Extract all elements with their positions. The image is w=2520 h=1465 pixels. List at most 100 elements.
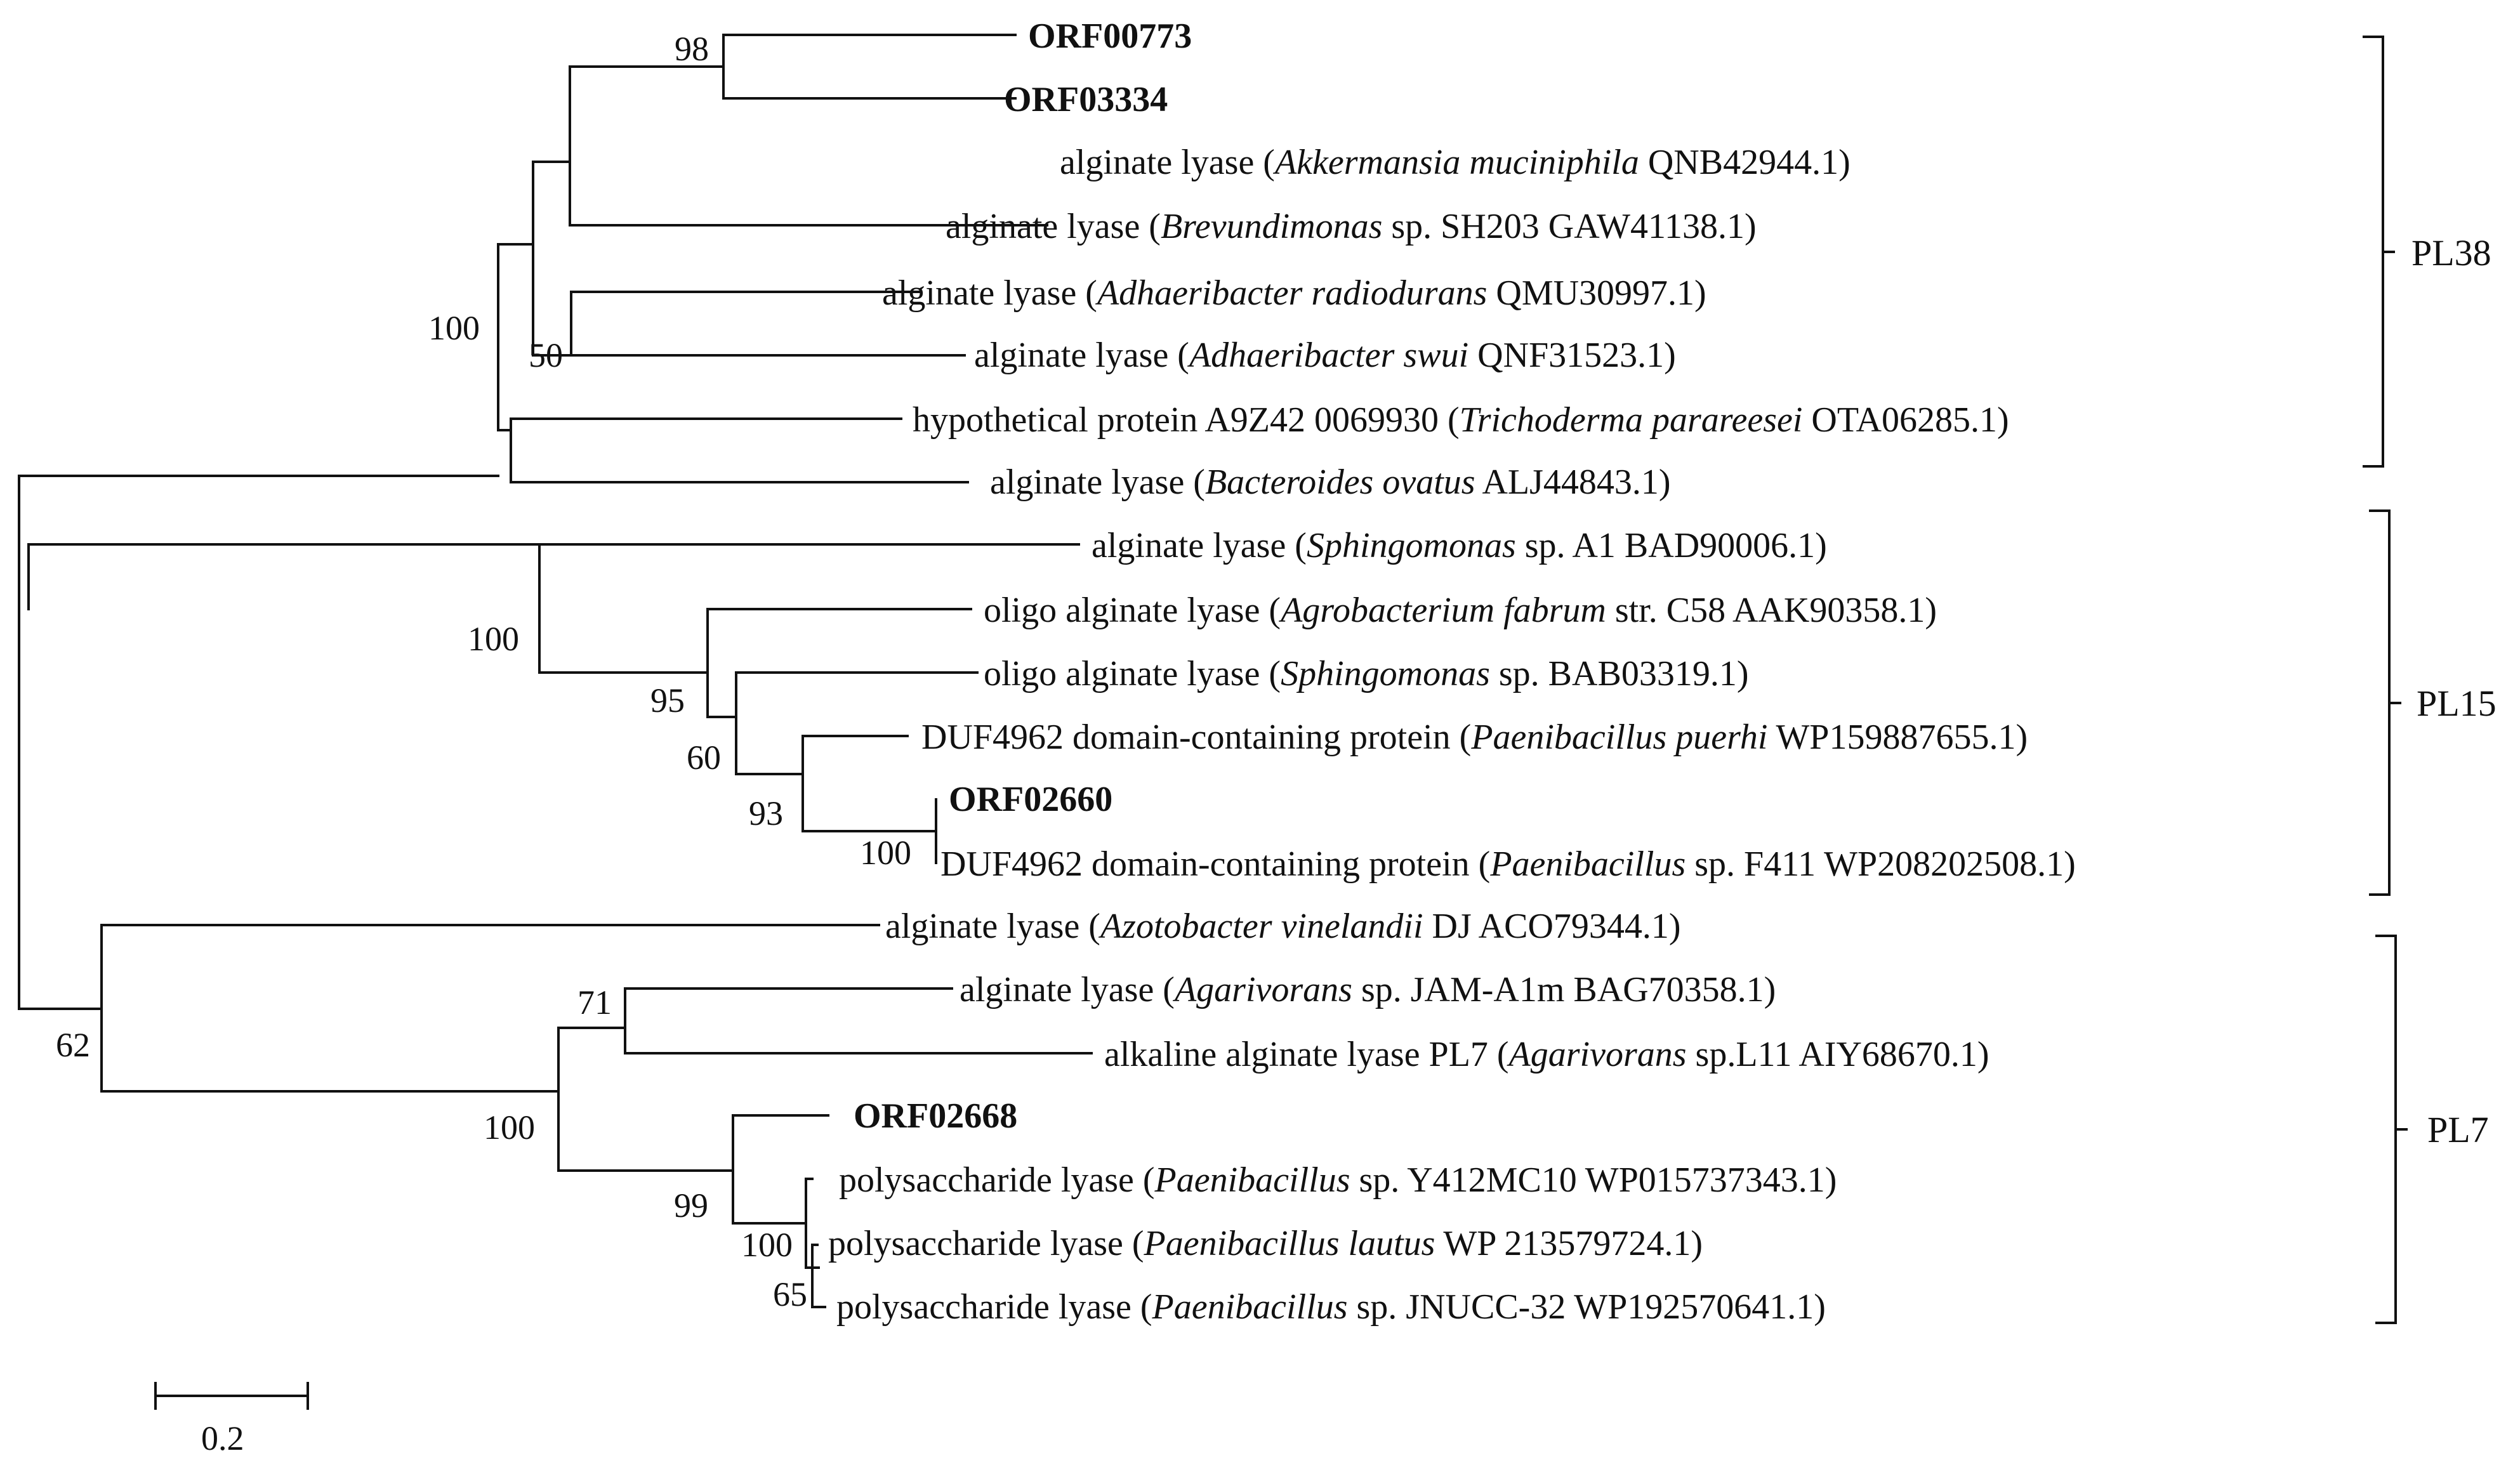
leaf-label-part: WP 213579724.1) — [1435, 1224, 1703, 1263]
leaf-label-part: OTA06285.1) — [1802, 400, 2009, 440]
leaf-label: alginate lyase (Agarivorans sp. JAM-A1m … — [960, 970, 1776, 1009]
bootstrap-value: 100 — [484, 1108, 535, 1146]
leaf-label-part: Adhaeribacter radiodurans — [1095, 273, 1487, 313]
leaf-label-part: sp. F411 WP208202508.1) — [1685, 844, 2076, 884]
leaf-label: hypothetical protein A9Z42 0069930 (Tric… — [913, 400, 2009, 440]
leaf-label-part: polysaccharide lyase ( — [836, 1287, 1152, 1327]
leaf-label-part: sp. A1 BAD90006.1) — [1516, 526, 1827, 565]
leaf-label: DUF4962 domain-containing protein (Paeni… — [940, 844, 2076, 884]
leaf-label: alginate lyase (Brevundimonas sp. SH203 … — [946, 207, 1757, 246]
leaf-label: alginate lyase (Bacteroides ovatus ALJ44… — [990, 463, 1671, 502]
leaf-label: ORF03334 — [1004, 80, 1168, 119]
leaf-label: ORF02660 — [949, 780, 1112, 819]
bootstrap-value: 95 — [650, 681, 685, 719]
leaf-label-part: Brevundimonas — [1161, 207, 1382, 246]
leaf-label-part: polysaccharide lyase ( — [839, 1160, 1155, 1200]
leaf-label-part: WP159887655.1) — [1767, 718, 2028, 757]
bootstrap-value: 50 — [529, 336, 563, 374]
leaf-label-part: Paenibacillus — [1489, 844, 1685, 884]
leaf-label-part: oligo alginate lyase ( — [984, 654, 1281, 693]
leaf-label-part: sp. Y412MC10 WP015737343.1) — [1350, 1160, 1837, 1200]
bootstrap-value: 100 — [860, 834, 911, 872]
leaf-label-part: Sphingomonas — [1307, 526, 1516, 565]
bracket-pl38 — [2363, 36, 2395, 468]
leaf-label-part: polysaccharide lyase ( — [828, 1224, 1144, 1263]
leaf-label-part: sp.L11 AIY68670.1) — [1687, 1035, 1989, 1074]
bootstrap-value: 71 — [577, 983, 612, 1022]
leaf-label-part: alginate lyase ( — [960, 970, 1175, 1009]
leaf-labels: ORF00773 ORF03334 alginate lyase (Akkerm… — [828, 16, 2076, 1327]
bootstrap-value: 93 — [749, 794, 783, 832]
group-label-pl7: PL7 — [2427, 1109, 2489, 1150]
leaf-label: alkaline alginate lyase PL7 (Agarivorans… — [1104, 1035, 1989, 1074]
leaf-label: oligo alginate lyase (Agrobacterium fabr… — [984, 591, 1937, 630]
leaf-label-part: Akkermansia muciniphila — [1272, 143, 1639, 182]
leaf-label-part: Bacteroides ovatus — [1205, 463, 1475, 502]
group-brackets: PL38 PL15 PL7 — [2363, 36, 2497, 1324]
bootstrap-value: 100 — [468, 620, 519, 658]
leaf-label-part: alginate lyase ( — [1092, 526, 1307, 565]
leaf-label-part: ORF00773 — [1028, 16, 1192, 56]
leaf-label-part: sp. BAB03319.1) — [1490, 654, 1749, 693]
bootstrap-value: 100 — [428, 309, 480, 347]
leaf-label-part: ORF03334 — [1004, 80, 1168, 119]
leaf-label-part: ALJ44843.1) — [1475, 463, 1671, 502]
leaf-label-part: ORF02668 — [854, 1096, 1017, 1136]
leaf-label-part: QMU30997.1) — [1487, 273, 1706, 313]
leaf-label-part: Paenibacillus lautus — [1144, 1224, 1435, 1263]
leaf-label: polysaccharide lyase (Paenibacillus sp. … — [839, 1160, 1837, 1200]
leaf-label: alginate lyase (Sphingomonas sp. A1 BAD9… — [1092, 526, 1827, 565]
tree-branches — [18, 34, 1093, 1308]
leaf-label: ORF00773 — [1028, 16, 1192, 56]
leaf-label-part: Trichoderma parareesei — [1460, 400, 1803, 440]
leaf-label-part: Paenibacillus — [1152, 1287, 1348, 1327]
leaf-label: polysaccharide lyase (Paenibacillus laut… — [828, 1224, 1703, 1263]
leaf-label-part: Agarivorans — [1507, 1035, 1687, 1074]
leaf-label: alginate lyase (Adhaeribacter radioduran… — [882, 273, 1706, 313]
leaf-label-part: alginate lyase ( — [974, 336, 1189, 375]
leaf-label-part: Paenibacillus — [1154, 1160, 1350, 1200]
scale-bar: 0.2 — [154, 1382, 309, 1457]
leaf-label-part: QNF31523.1) — [1468, 336, 1676, 375]
leaf-label-part: hypothetical protein A9Z42 0069930 ( — [913, 400, 1460, 440]
leaf-label-part: QNB42944.1) — [1639, 143, 1850, 182]
bootstrap-value: 99 — [674, 1186, 708, 1225]
bracket-pl15 — [2369, 509, 2401, 896]
bracket-pl7 — [2375, 935, 2408, 1324]
leaf-label-part: sp. JAM-A1m BAG70358.1) — [1352, 970, 1776, 1009]
leaf-label-part: alginate lyase ( — [990, 463, 1205, 502]
leaf-label-part: Azotobacter vinelandii — [1098, 907, 1423, 946]
bootstrap-values: 98 100 50 100 95 60 93 100 71 62 100 99 … — [56, 30, 911, 1313]
leaf-label-part: Paenibacillus puerhi — [1470, 718, 1767, 757]
group-label-pl38: PL38 — [2411, 232, 2491, 273]
leaf-label-part: DUF4962 domain-containing protein ( — [921, 718, 1471, 757]
leaf-label-part: Sphingomonas — [1281, 654, 1490, 693]
leaf-label-part: ORF02660 — [949, 780, 1112, 819]
bootstrap-value: 60 — [687, 739, 721, 777]
bootstrap-value: 98 — [675, 30, 709, 68]
leaf-label-part: Adhaeribacter swui — [1187, 336, 1468, 375]
leaf-label-part: alginate lyase ( — [946, 207, 1161, 246]
leaf-label-part: sp. SH203 GAW41138.1) — [1382, 207, 1756, 246]
leaf-label-part: oligo alginate lyase ( — [984, 591, 1281, 630]
leaf-label-part: str. C58 AAK90358.1) — [1606, 591, 1937, 630]
leaf-label-part: alkaline alginate lyase PL7 ( — [1104, 1035, 1509, 1074]
leaf-label-part: DJ ACO79344.1) — [1423, 907, 1681, 946]
leaf-label-part: Agarivorans — [1172, 970, 1352, 1009]
leaf-label: DUF4962 domain-containing protein (Paeni… — [921, 718, 2028, 757]
leaf-label-part: Agrobacterium fabrum — [1278, 591, 1606, 630]
bootstrap-value: 62 — [56, 1026, 90, 1064]
leaf-label-part: alginate lyase ( — [1060, 143, 1275, 182]
leaf-label: alginate lyase (Adhaeribacter swui QNF31… — [974, 336, 1676, 375]
leaf-label-part: alginate lyase ( — [882, 273, 1097, 313]
bootstrap-value: 100 — [741, 1226, 793, 1264]
leaf-label-part: alginate lyase ( — [885, 907, 1100, 946]
leaf-label-part: sp. JNUCC-32 WP192570641.1) — [1348, 1287, 1826, 1327]
bootstrap-value: 65 — [773, 1275, 807, 1313]
leaf-label: oligo alginate lyase (Sphingomonas sp. B… — [984, 654, 1748, 693]
leaf-label: alginate lyase (Azotobacter vinelandii D… — [885, 907, 1681, 946]
leaf-label: polysaccharide lyase (Paenibacillus sp. … — [836, 1287, 1826, 1327]
leaf-label: alginate lyase (Akkermansia muciniphila … — [1060, 143, 1850, 182]
scale-bar-label: 0.2 — [201, 1419, 244, 1457]
